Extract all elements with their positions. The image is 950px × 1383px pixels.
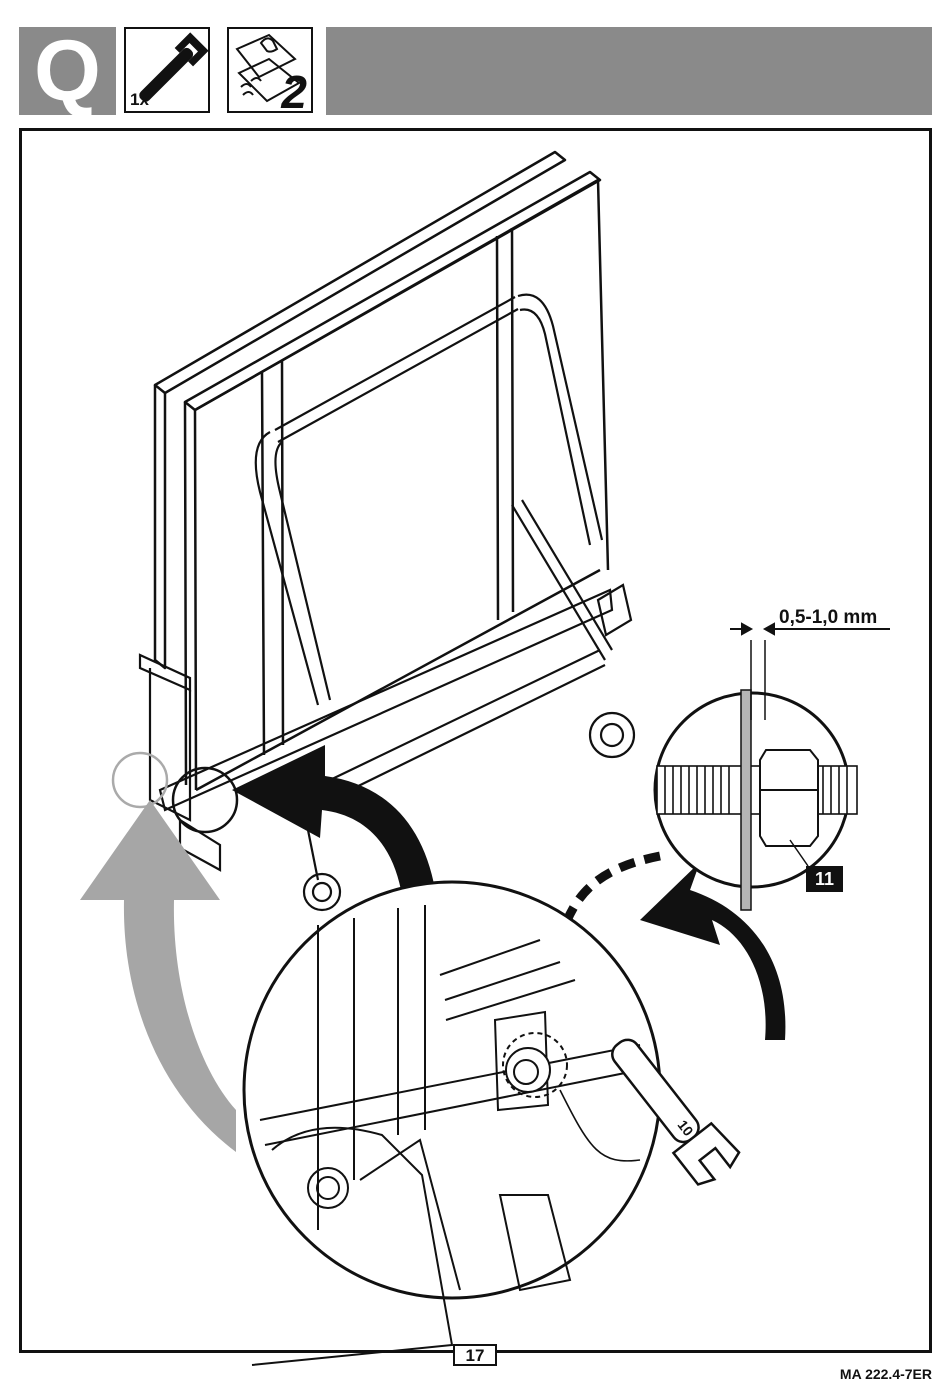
page-number: 17	[453, 1344, 497, 1366]
curved-arrow-icon	[640, 862, 785, 1040]
table-top	[155, 152, 608, 790]
threaded-rod	[657, 766, 857, 814]
part-number-badge: 11	[806, 866, 843, 892]
support-frame	[256, 295, 612, 705]
panel-edge	[741, 690, 751, 910]
document-code: MA 222.4-7ER	[840, 1366, 932, 1382]
highlight-circle-black	[173, 768, 237, 832]
gap-dimension-label: 0,5-1,0 mm	[779, 607, 877, 629]
bracket-detail-circle	[244, 882, 660, 1365]
base-assembly	[140, 585, 634, 910]
curved-arrow-icon	[232, 745, 438, 910]
hex-nut-icon	[760, 750, 818, 846]
highlight-circle-gray	[113, 753, 167, 807]
curved-arrow-icon	[80, 800, 236, 1152]
